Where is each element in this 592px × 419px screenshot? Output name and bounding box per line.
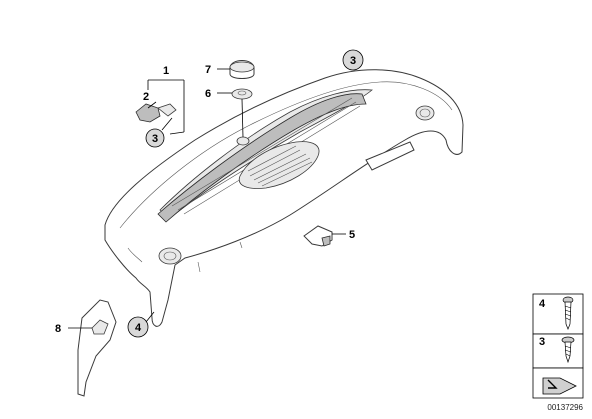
callout-8: 8 (55, 323, 61, 335)
callout-5: 5 (349, 229, 355, 241)
part-category-arrow-icon (542, 377, 577, 395)
callout-3-top-label: 3 (350, 55, 356, 67)
callout-3-group-label: 3 (152, 133, 158, 145)
side-cover-part-8[interactable] (77, 299, 117, 397)
callout-6: 6 (205, 88, 211, 100)
callout-4-label: 4 (135, 322, 142, 334)
expanding-nut-part-6[interactable] (231, 88, 253, 100)
fastener-legend: 4 3 00137296 (532, 293, 584, 412)
clip-part-2[interactable] (135, 103, 177, 123)
screw-icon-3 (561, 336, 575, 364)
legend-label-4: 4 (539, 298, 546, 310)
leader-lines (68, 68, 346, 329)
screw-icon-4 (562, 296, 574, 330)
dashboard-trim-panel[interactable] (104, 69, 464, 327)
legend-label-3: 3 (539, 336, 545, 348)
cap-part-7[interactable] (229, 60, 255, 79)
document-id: 00137296 (547, 403, 583, 412)
callout-4-circle: 4 (127, 316, 149, 338)
callout-3-circle-top: 3 (342, 49, 364, 71)
callout-3-circle-group: 3 (145, 128, 165, 148)
bracket-clip-part-5[interactable] (303, 225, 333, 247)
callout-2: 2 (143, 91, 149, 103)
callout-1: 1 (163, 65, 169, 77)
callout-7: 7 (205, 64, 211, 76)
